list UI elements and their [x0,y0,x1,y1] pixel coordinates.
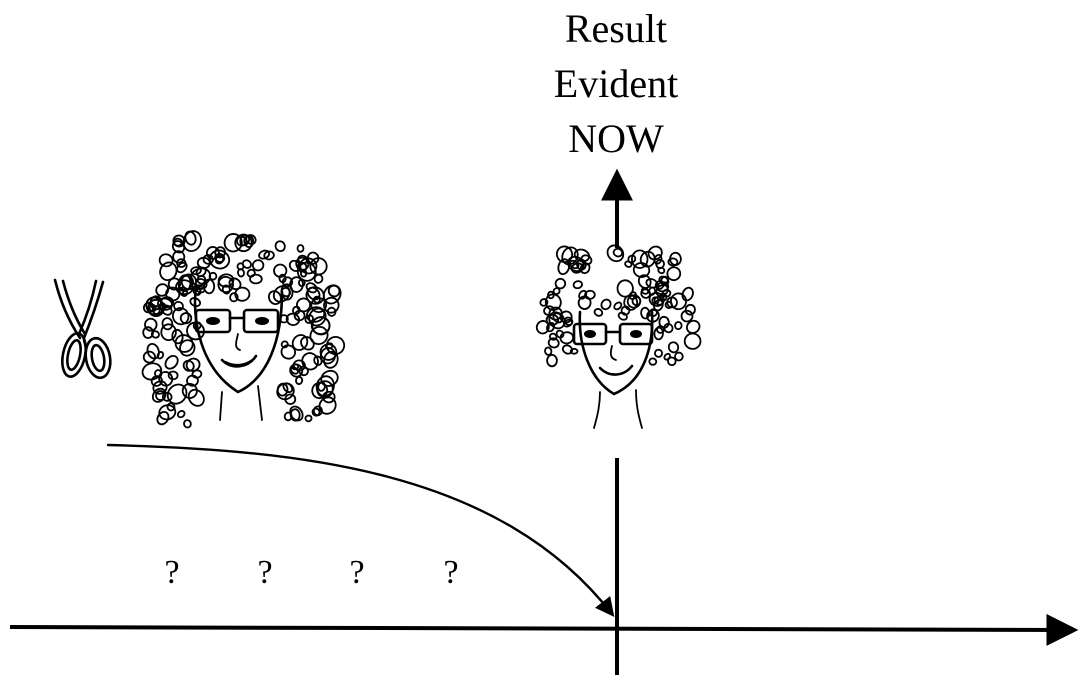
hair-curl [274,240,287,253]
question-mark-2: ? [257,554,272,591]
hair-curl [675,322,682,330]
question-mark-4: ? [443,554,458,591]
time-axis [10,627,1072,630]
title-line-3: NOW [568,116,664,161]
hair-curl [250,275,262,284]
hair-curl [632,250,648,268]
hair-curl [684,333,701,349]
hair-curl [158,253,174,268]
title-line-1: Result [565,6,667,51]
hair-curl [667,341,679,354]
hair-curl [600,298,613,311]
result-evident-now-label: Result Evident NOW [554,6,678,161]
hair-curl [539,298,548,306]
hair-curl [617,280,634,298]
short-curly-hair-face-icon [535,242,702,428]
hair-curl [154,369,162,378]
hair-curl [593,308,603,318]
hair-curl [573,280,583,289]
long-curly-hair-face-icon [140,228,347,428]
hair-curl [654,349,662,357]
hair-curl [544,347,552,356]
hair-curl [681,286,695,302]
hair-curl [684,304,696,316]
hair-curl [649,358,657,365]
hair-curl [296,377,303,385]
hair-curl [280,340,288,348]
hair-curl [297,245,303,252]
hair-curl [547,355,557,366]
hair-curl [184,230,198,246]
hair-curl [681,310,693,322]
question-mark-3: ? [349,554,364,591]
question-marks: ? ? ? ? [164,554,458,591]
hair-curl [604,242,626,264]
hair-curl [177,410,186,419]
hair-curl [163,353,180,371]
hair-curl [305,415,312,422]
hair-curl [157,351,165,359]
hair-curl [143,351,155,363]
question-mark-1: ? [164,554,179,591]
hair-curl [237,263,245,271]
hair-curl [663,353,671,361]
scissors-icon [55,280,113,380]
title-line-2: Evident [554,61,678,106]
hair-curl [624,260,632,268]
hair-curl [183,420,191,429]
hair-curl [670,293,686,310]
hair-curl [655,259,664,269]
hair-curl [535,319,551,335]
